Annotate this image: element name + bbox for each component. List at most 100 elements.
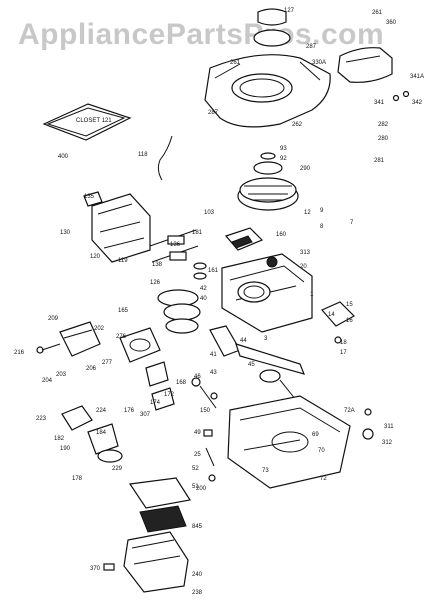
callout-119: 119 xyxy=(118,258,128,264)
callout-330a: 330A xyxy=(312,60,326,66)
callout-845: 845 xyxy=(192,524,203,530)
valve-assembly xyxy=(149,229,207,280)
callout-341a: 341A xyxy=(410,74,424,80)
callout-161: 161 xyxy=(208,268,219,274)
callout-238: 238 xyxy=(192,590,203,596)
blower-housing xyxy=(204,8,331,128)
callout-168: 168 xyxy=(176,380,187,386)
callout-40: 40 xyxy=(200,296,207,302)
callout-311: 311 xyxy=(384,424,394,430)
callout-42: 42 xyxy=(200,286,207,292)
crankcase-sump xyxy=(227,395,374,489)
callout-69: 69 xyxy=(312,432,319,438)
crankshaft xyxy=(209,325,306,401)
callout-174: 174 xyxy=(150,400,161,406)
callout-12: 12 xyxy=(304,210,311,216)
callout-138: 138 xyxy=(152,262,163,268)
callout-labels: 127 261 360 287 261 330A 341A 341 342 28… xyxy=(14,8,424,596)
callout-276: 276 xyxy=(116,334,127,340)
callout-240: 240 xyxy=(192,572,203,578)
callout-14: 14 xyxy=(328,312,335,318)
callout-342: 342 xyxy=(412,100,423,106)
engine-block xyxy=(221,253,313,333)
gaskets xyxy=(145,361,175,411)
cylinder-head xyxy=(83,191,151,263)
callout-103: 103 xyxy=(204,210,215,216)
wire xyxy=(157,135,173,181)
callout-280: 280 xyxy=(378,136,389,142)
flywheel xyxy=(237,152,299,211)
air-cleaner-cover xyxy=(128,477,191,509)
air-filter-pad: CLOSET 121 xyxy=(42,103,132,141)
callout-200: 200 xyxy=(196,486,207,492)
callout-1: 1 xyxy=(310,292,314,298)
callout-17: 17 xyxy=(340,350,347,356)
callout-287b: 287 xyxy=(208,110,219,116)
callout-216: 216 xyxy=(14,350,25,356)
callout-45: 45 xyxy=(248,362,255,368)
callout-72: 72 xyxy=(320,476,327,482)
callout-313: 313 xyxy=(300,250,311,256)
callout-287: 287 xyxy=(306,44,317,50)
callout-127: 127 xyxy=(284,8,295,14)
callout-261b: 261 xyxy=(230,60,241,66)
gasket-label: CLOSET 121 xyxy=(76,118,112,124)
breather-parts xyxy=(321,301,355,344)
callout-184: 184 xyxy=(96,430,107,436)
callout-165: 165 xyxy=(118,308,129,314)
exhaust-muffler xyxy=(119,327,161,363)
callout-8: 8 xyxy=(320,224,324,230)
callout-262: 262 xyxy=(292,122,303,128)
callout-282: 282 xyxy=(378,122,389,128)
callout-92: 92 xyxy=(280,156,287,162)
ignition-coil xyxy=(224,227,264,251)
callout-224: 224 xyxy=(96,408,107,414)
callout-290: 290 xyxy=(300,166,311,172)
callout-20: 20 xyxy=(300,264,307,270)
callout-223: 223 xyxy=(36,416,47,422)
callout-120: 120 xyxy=(90,254,101,260)
callout-3: 3 xyxy=(264,336,268,342)
callout-178: 178 xyxy=(72,476,83,482)
callout-370: 370 xyxy=(90,566,101,572)
callout-15: 15 xyxy=(346,302,353,308)
callout-400: 400 xyxy=(58,154,69,160)
callout-126: 126 xyxy=(150,280,161,286)
callout-43: 43 xyxy=(210,370,217,376)
callout-72a: 72A xyxy=(344,408,355,414)
callout-93: 93 xyxy=(280,146,287,152)
piston-rings xyxy=(157,289,201,334)
callout-16: 16 xyxy=(346,318,353,324)
callout-312: 312 xyxy=(382,440,393,446)
callout-7: 7 xyxy=(350,220,354,226)
callout-52: 52 xyxy=(192,466,199,472)
callout-25: 25 xyxy=(194,452,201,458)
callout-360: 360 xyxy=(386,20,397,26)
callout-341: 341 xyxy=(374,100,385,106)
callout-277: 277 xyxy=(102,360,113,366)
watermark-text: AppliancePartsPros.com xyxy=(18,18,385,51)
callout-130: 130 xyxy=(60,230,71,236)
callout-18: 18 xyxy=(340,340,347,346)
air-filter-element xyxy=(139,505,187,533)
carburetor xyxy=(36,321,101,357)
callout-229: 229 xyxy=(112,466,123,472)
callout-182: 182 xyxy=(54,436,65,442)
carburetor-lower xyxy=(61,405,123,463)
callout-209: 209 xyxy=(48,316,59,322)
muffler xyxy=(337,47,410,102)
callout-172: 172 xyxy=(164,392,175,398)
callout-51: 51 xyxy=(192,484,199,490)
callout-190: 190 xyxy=(60,446,71,452)
callout-181: 181 xyxy=(192,230,203,236)
callout-73: 73 xyxy=(262,468,269,474)
callout-49: 49 xyxy=(194,430,201,436)
callout-261: 261 xyxy=(372,10,383,16)
callout-204: 204 xyxy=(42,378,53,384)
governor-parts xyxy=(191,377,218,409)
callout-202: 202 xyxy=(94,326,105,332)
callout-44: 44 xyxy=(240,338,247,344)
callout-136: 136 xyxy=(170,242,181,248)
